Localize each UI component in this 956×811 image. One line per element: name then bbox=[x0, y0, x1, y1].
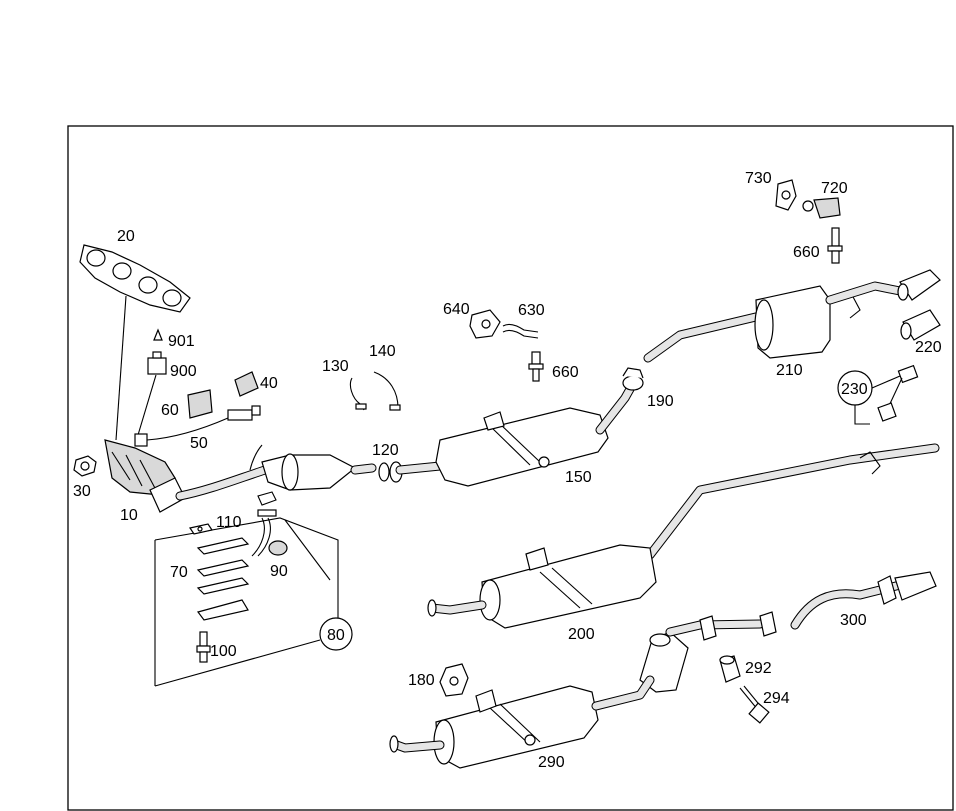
label-901: 901 bbox=[168, 333, 195, 350]
label-660-b: 660 bbox=[793, 244, 820, 261]
sensor-clip[interactable] bbox=[234, 371, 259, 397]
leader-line bbox=[871, 375, 901, 389]
tail-pipe-end-220[interactable] bbox=[897, 269, 941, 341]
middle-silencer[interactable] bbox=[435, 377, 639, 487]
label-120: 120 bbox=[372, 442, 399, 459]
label-294: 294 bbox=[763, 690, 790, 707]
bracket-720[interactable] bbox=[802, 197, 841, 219]
label-20: 20 bbox=[117, 228, 135, 245]
rear-silencer-200[interactable] bbox=[427, 451, 881, 629]
manifold-gasket[interactable] bbox=[79, 244, 191, 313]
rear-silencer-210[interactable] bbox=[754, 281, 910, 359]
bolt-294[interactable] bbox=[739, 685, 770, 724]
label-110: 110 bbox=[216, 514, 242, 531]
connector-plug[interactable] bbox=[147, 351, 167, 375]
bracket-kit-80[interactable] bbox=[154, 509, 353, 687]
label-292: 292 bbox=[745, 660, 772, 677]
label-130: 130 bbox=[322, 358, 349, 375]
label-40: 40 bbox=[260, 375, 278, 392]
label-10: 10 bbox=[120, 507, 138, 524]
label-190: 190 bbox=[647, 393, 674, 410]
label-60: 60 bbox=[161, 402, 179, 419]
sensor-bung bbox=[249, 444, 263, 471]
bolt-660[interactable] bbox=[528, 351, 544, 382]
sensor-holder[interactable] bbox=[187, 389, 213, 419]
label-200: 200 bbox=[568, 626, 595, 643]
screw-230[interactable] bbox=[877, 364, 919, 422]
label-140: 140 bbox=[369, 343, 396, 360]
label-30: 30 bbox=[73, 483, 91, 500]
label-290: 290 bbox=[538, 754, 565, 771]
hanger-pad bbox=[257, 491, 277, 506]
rubber-mount-730[interactable] bbox=[775, 179, 797, 211]
tail-pipe-300[interactable] bbox=[790, 571, 937, 630]
pipe-clamp-190[interactable] bbox=[622, 367, 644, 391]
label-210: 210 bbox=[776, 362, 803, 379]
label-730: 730 bbox=[745, 170, 772, 187]
nut[interactable] bbox=[73, 455, 97, 477]
front-silencer-290[interactable] bbox=[389, 675, 655, 769]
label-70: 70 bbox=[170, 564, 188, 581]
clamp-130[interactable] bbox=[349, 377, 367, 411]
callout-circle-80 bbox=[319, 617, 353, 651]
label-230: 230 bbox=[841, 381, 868, 398]
label-660-a: 660 bbox=[552, 364, 579, 381]
label-720: 720 bbox=[821, 180, 848, 197]
spacer-292[interactable] bbox=[719, 655, 741, 683]
label-90: 90 bbox=[270, 563, 288, 580]
label-50: 50 bbox=[190, 435, 208, 452]
resonator[interactable] bbox=[639, 611, 777, 693]
catalytic-converter[interactable] bbox=[261, 453, 377, 491]
label-900: 900 bbox=[170, 363, 197, 380]
label-150: 150 bbox=[565, 469, 592, 486]
bolt-660-rear[interactable] bbox=[827, 227, 843, 264]
label-630: 630 bbox=[518, 302, 545, 319]
label-220: 220 bbox=[915, 339, 942, 356]
label-80: 80 bbox=[327, 627, 345, 644]
diagram-frame bbox=[67, 125, 954, 811]
connector-cap[interactable] bbox=[153, 328, 163, 341]
rubber-mount-640[interactable] bbox=[469, 309, 501, 339]
clamp-140[interactable] bbox=[373, 371, 401, 411]
leader-line bbox=[854, 405, 870, 425]
leader-line bbox=[115, 295, 127, 441]
leader-line bbox=[137, 374, 157, 436]
exhaust-manifold[interactable] bbox=[104, 439, 186, 513]
bracket-630[interactable] bbox=[502, 323, 539, 339]
oxygen-sensor[interactable] bbox=[134, 405, 261, 447]
label-100: 100 bbox=[210, 643, 237, 660]
label-180: 180 bbox=[408, 672, 435, 689]
rubber-mount-180[interactable] bbox=[439, 663, 469, 697]
label-640: 640 bbox=[443, 301, 470, 318]
label-300: 300 bbox=[840, 612, 867, 629]
